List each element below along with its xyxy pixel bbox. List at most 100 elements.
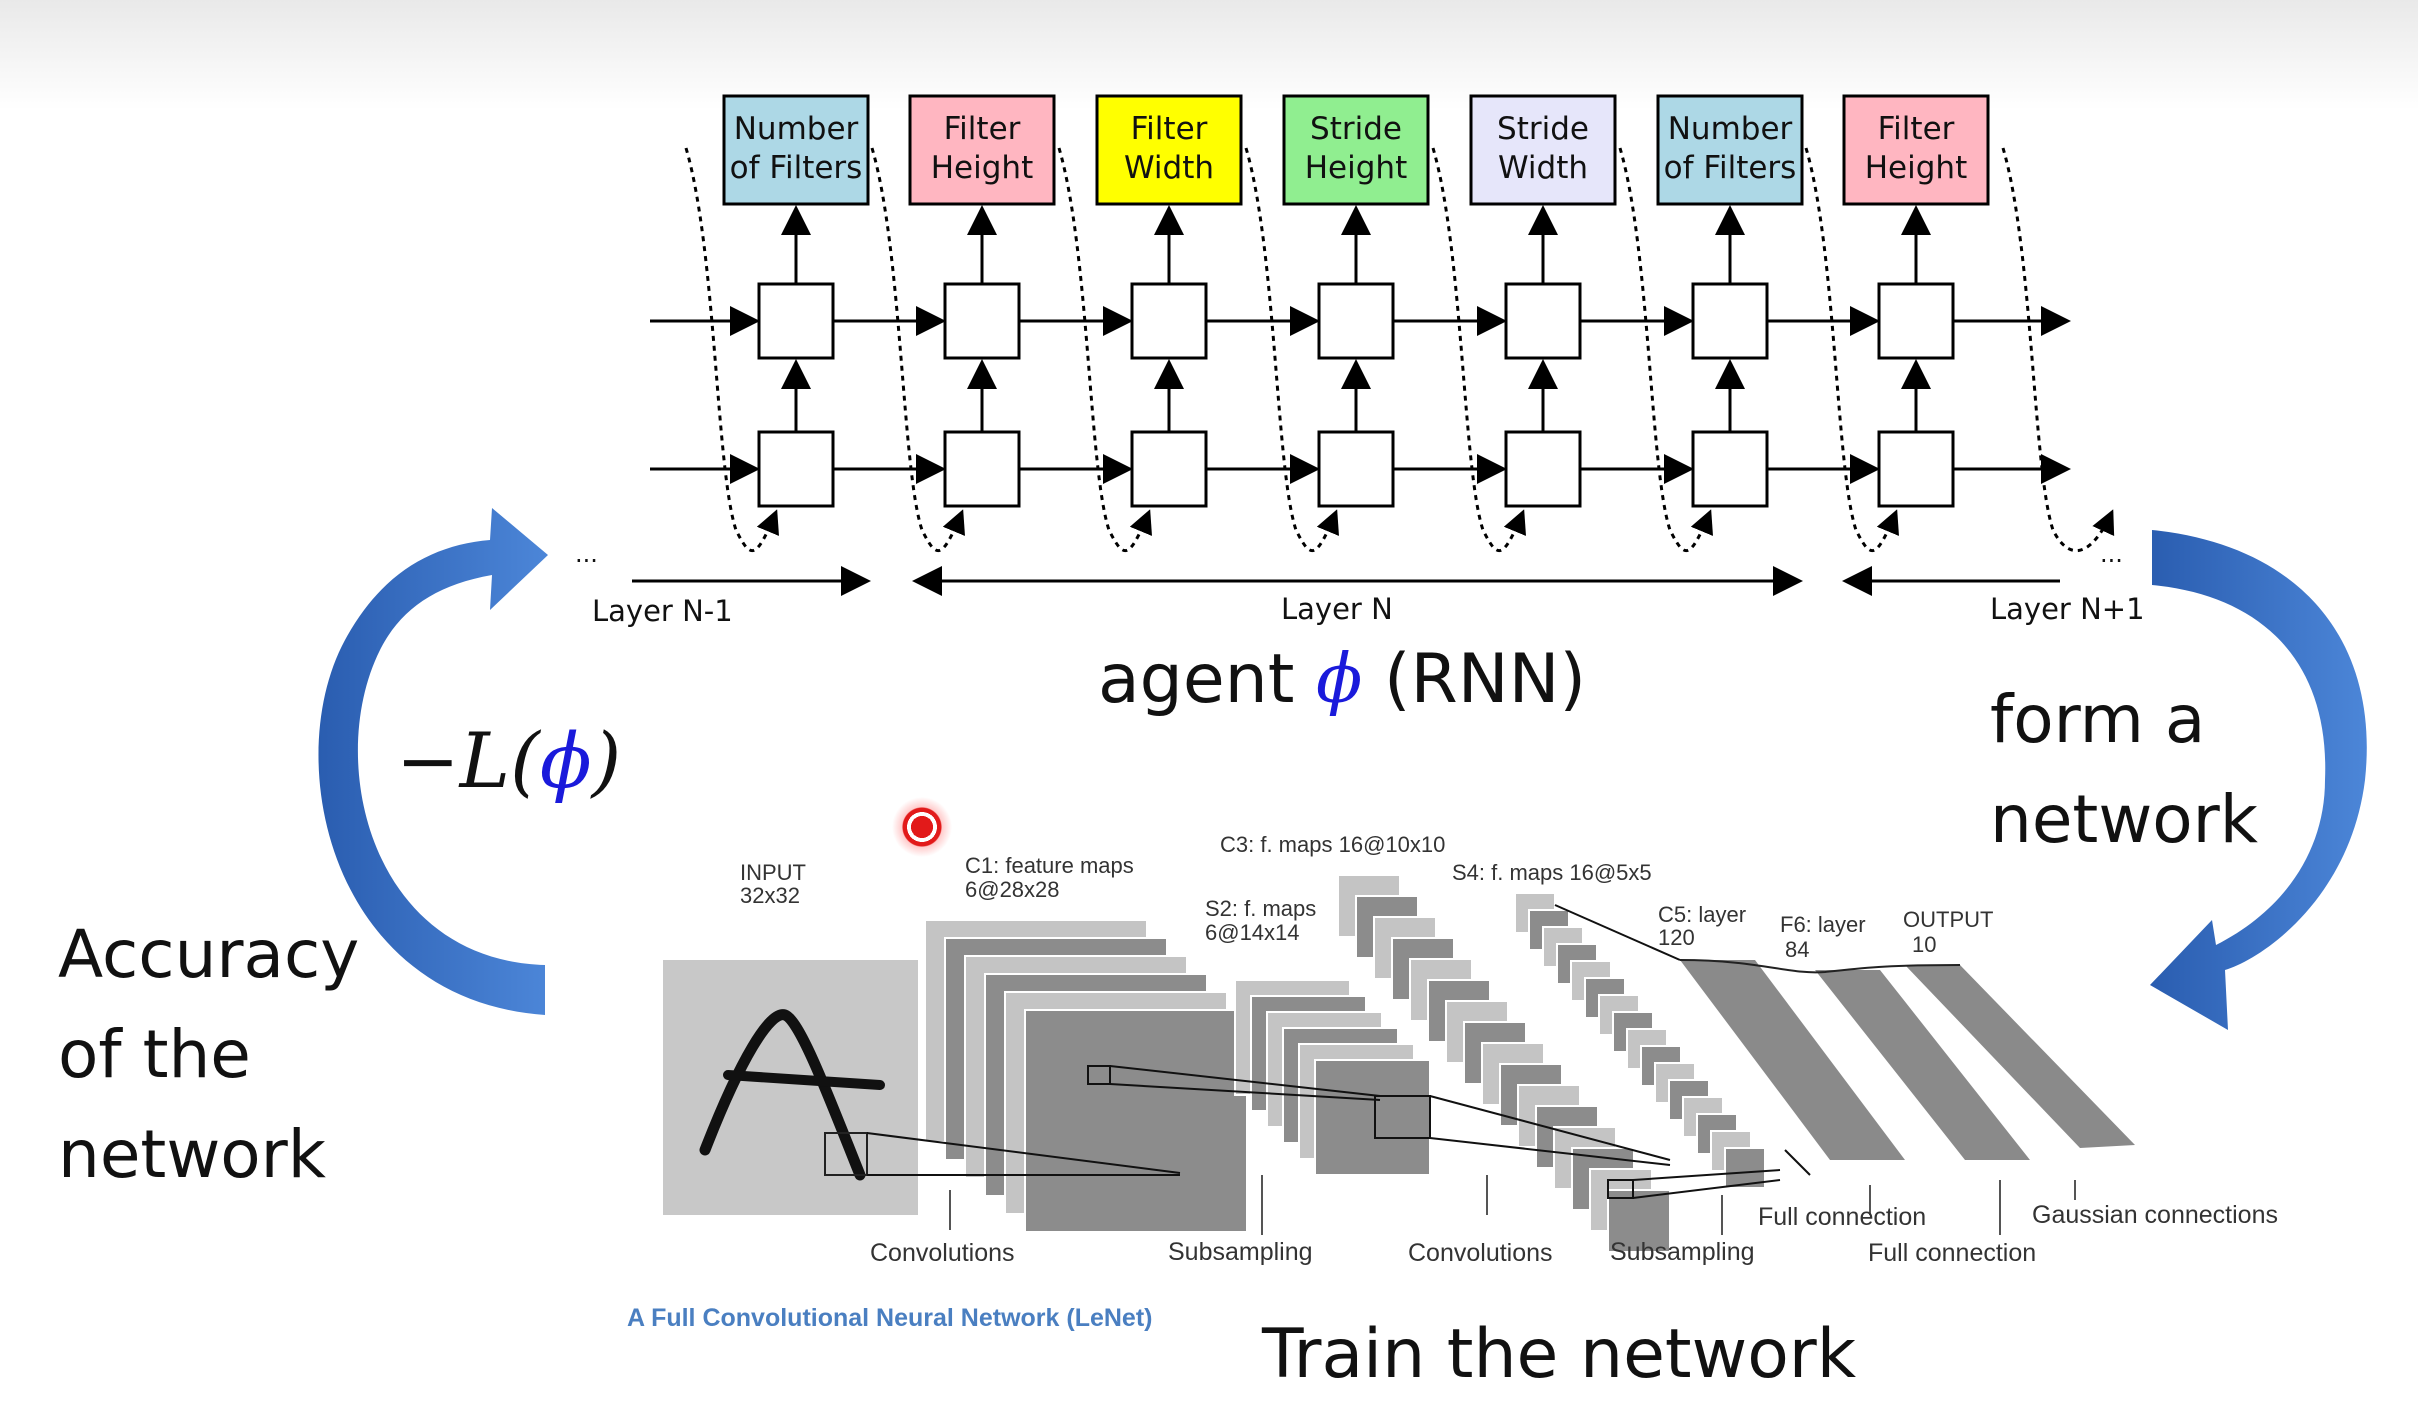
output-label-line: Filter (1878, 111, 1955, 147)
layer-label-n-minus-1: Layer N-1 (592, 594, 733, 628)
stage-labels: INPUT 32x32 C1: feature maps 6@28x28 S2:… (740, 832, 1993, 962)
s4-feature-map (1724, 1147, 1766, 1189)
lenet-diagram: INPUT 32x32 C1: feature maps 6@28x28 S2:… (663, 832, 2278, 1267)
ellipsis-right: ... (2100, 540, 2123, 568)
top-gradient (0, 0, 2418, 110)
lenet-caption: A Full Convolutional Neural Network (LeN… (627, 1304, 1153, 1332)
form-line-1: form a (1990, 681, 2206, 758)
rnn-cell-top (757, 282, 835, 360)
stage-label-c5-1: C5: layer (1658, 902, 1746, 927)
rnn-cell-bottom (943, 430, 1021, 508)
rnn-cell-bottom (1504, 430, 1582, 508)
layer-label-n: Layer N (1281, 592, 1393, 626)
rnn-cell-top (1130, 282, 1208, 360)
feedback-arrow-left (318, 508, 548, 1015)
output-label-line: Filter (1131, 111, 1208, 147)
agent-prefix: agent (1098, 640, 1317, 719)
agent-phi: ϕ (1316, 640, 1363, 719)
layer-label-n-plus-1: Layer N+1 (1990, 592, 2145, 626)
c1-feature-map (1024, 1009, 1248, 1233)
stage-label-s4: S4: f. maps 16@5x5 (1452, 860, 1652, 885)
loss-prefix: −L( (396, 716, 540, 805)
s2-feature-map (1314, 1059, 1431, 1176)
stage-label-input-1: INPUT (740, 860, 806, 885)
f6-band (1815, 970, 2030, 1160)
receptive-field-input (824, 1132, 868, 1176)
op-label-convolutions-2: Convolutions (1408, 1239, 1553, 1267)
ellipsis-left: ... (575, 540, 598, 568)
agent-suffix: (RNN) (1362, 640, 1587, 719)
op-label-subsampling-1: Subsampling (1168, 1238, 1313, 1266)
form-network-label: form a network (1990, 670, 2258, 870)
fc-top-curve (1679, 959, 1961, 974)
loss-phi: ϕ (539, 716, 592, 805)
output-band (1905, 965, 2135, 1148)
stage-label-f6-2: 84 (1785, 937, 1809, 962)
loss-label: −L(ϕ) (396, 716, 621, 805)
stage-label-c1-1: C1: feature maps (965, 853, 1134, 878)
rnn-cell-bottom (757, 430, 835, 508)
op-label-convolutions-1: Convolutions (870, 1239, 1015, 1267)
rnn-cell-top (1504, 282, 1582, 360)
output-label-line: Width (1124, 150, 1214, 186)
output-label-line: Number (734, 111, 859, 147)
rnn-cell-bottom (1877, 430, 1955, 508)
stage-label-f6-1: F6: layer (1780, 912, 1866, 937)
full-connection-bands (1680, 960, 2135, 1160)
layer-labels: ... Layer N-1 Layer N ... Layer N+1 (575, 540, 2145, 628)
stage-label-output-1: OUTPUT (1903, 907, 1993, 932)
op-label-gaussian: Gaussian connections (2032, 1201, 2278, 1229)
op-label-full-connection-2: Full connection (1868, 1239, 2036, 1267)
rnn-cell-top (1317, 282, 1395, 360)
stage-label-c3: C3: f. maps 16@10x10 (1220, 832, 1445, 857)
output-label-line: Filter (944, 111, 1021, 147)
output-label-line: Stride (1497, 111, 1589, 147)
stage-label-c5-2: 120 (1658, 925, 1695, 950)
output-label-line: Height (1865, 150, 1967, 186)
accuracy-line-2: of the (58, 1016, 251, 1093)
stage-label-c1-2: 6@28x28 (965, 877, 1060, 902)
stage-label-input-2: 32x32 (740, 883, 800, 908)
rnn-cell-top (1877, 282, 1955, 360)
stage-label-s2-1: S2: f. maps (1205, 896, 1316, 921)
output-label-line: Width (1498, 150, 1588, 186)
op-label-subsampling-2: Subsampling (1610, 1238, 1755, 1266)
output-label-line: of Filters (730, 150, 863, 186)
output-label-line: Height (931, 150, 1033, 186)
output-label-line: Height (1305, 150, 1407, 186)
accuracy-line-1: Accuracy (58, 916, 360, 993)
agent-label: agent ϕ (RNN) (1098, 630, 1586, 730)
stage-label-output-2: 10 (1912, 932, 1936, 957)
c5-band (1680, 960, 1905, 1160)
accuracy-label: Accuracy of the network (58, 905, 359, 1205)
op-label-full-connection-1: Full connection (1758, 1203, 1926, 1231)
output-label-line: Number (1668, 111, 1793, 147)
operation-labels: Convolutions Subsampling Convolutions Su… (870, 1201, 2278, 1267)
rnn-cell-top (943, 282, 1021, 360)
accuracy-line-3: network (58, 1116, 327, 1193)
projection-lines (866, 904, 1811, 1199)
rnn-cell-bottom (1317, 430, 1395, 508)
train-label: Train the network (1262, 1315, 1857, 1394)
rnn-cell-top (1691, 282, 1769, 360)
form-line-2: network (1990, 781, 2259, 858)
feedback-arrow-right (2150, 530, 2367, 1030)
letter-a-bar (723, 1070, 885, 1090)
stage-label-s2-2: 6@14x14 (1205, 920, 1300, 945)
rnn-cell-bottom (1130, 430, 1208, 508)
pointer-indicator (892, 797, 952, 857)
operation-ticks (949, 1175, 2076, 1235)
c3-feature-map (1607, 1189, 1671, 1253)
output-label-line: Stride (1310, 111, 1402, 147)
output-label-line: of Filters (1664, 150, 1797, 186)
rnn-cell-bottom (1691, 430, 1769, 508)
